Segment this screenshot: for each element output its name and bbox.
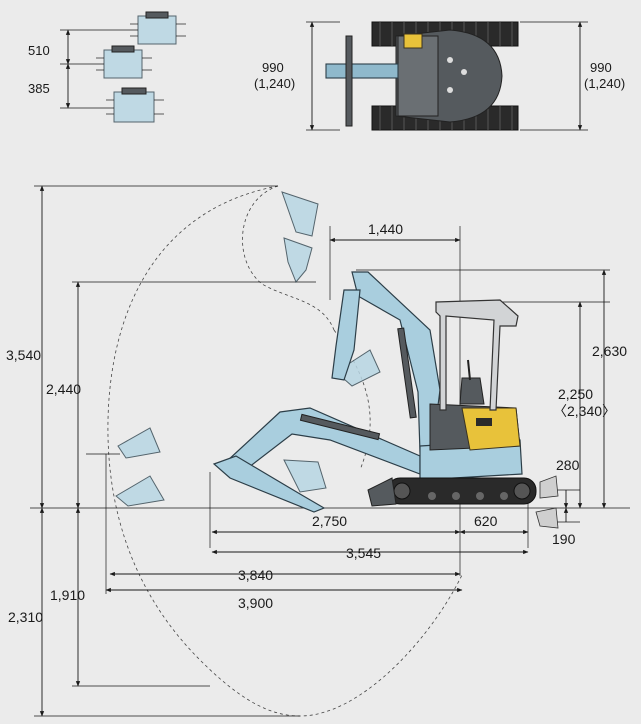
top-boom	[325, 63, 399, 79]
ghost-bucket-high	[281, 191, 319, 283]
dim-overall-height: 2,630	[592, 343, 627, 359]
dim-max-reach: 3,900	[238, 595, 273, 611]
top-cab-accent	[403, 33, 423, 49]
top-right-width: 990	[590, 60, 612, 75]
undercarriage	[367, 477, 537, 507]
top-view: 990 (1,240) 990 (1,240)	[254, 21, 625, 131]
offset-arm-bottom	[106, 87, 164, 123]
dim-max-dig-height: 3,540	[6, 347, 41, 363]
operator-seat	[459, 377, 485, 405]
dim-canopy-height: 2,250	[558, 386, 593, 402]
offset-dim-lower: 385	[28, 81, 50, 96]
dim-blade-down: 190	[552, 531, 576, 547]
top-blade	[345, 35, 353, 127]
dim-tail-offset: 1,440	[368, 221, 403, 237]
side-view: 3,540 2,440 2,310 1,910 1,440 2,630 2,25…	[6, 185, 630, 717]
ghost-bucket-mid	[117, 427, 161, 459]
top-left-width: 990	[262, 60, 284, 75]
digging-envelope	[107, 185, 463, 717]
top-right-width-alt: (1,240)	[584, 76, 625, 91]
offset-arm-top	[130, 11, 186, 45]
ghost-bucket-ground	[115, 475, 165, 507]
ghost-bucket-arm-mid	[283, 349, 381, 493]
excavator-body	[419, 299, 523, 481]
dim-track-length: 2,750	[312, 513, 347, 529]
offset-dim-upper: 510	[28, 43, 50, 58]
dim-track-rear: 620	[474, 513, 498, 529]
top-left-width-alt: (1,240)	[254, 76, 295, 91]
dim-max-dig-depth: 2,310	[8, 609, 43, 625]
offset-arm-middle	[96, 45, 152, 79]
dim-max-vertical-dig: 1,910	[50, 587, 85, 603]
dim-canopy-height-alt: 〈2,340〉	[553, 403, 616, 419]
offset-view: 510 385	[28, 11, 186, 123]
dim-min-turn-radius: 3,545	[346, 545, 381, 561]
dim-max-dump-height: 2,440	[46, 381, 81, 397]
cab-yellow-panel	[461, 407, 521, 451]
dozer-blade	[367, 477, 397, 507]
dim-blade-up: 280	[556, 457, 580, 473]
canopy	[435, 299, 519, 411]
dim-max-reach-ground: 3,840	[238, 567, 273, 583]
